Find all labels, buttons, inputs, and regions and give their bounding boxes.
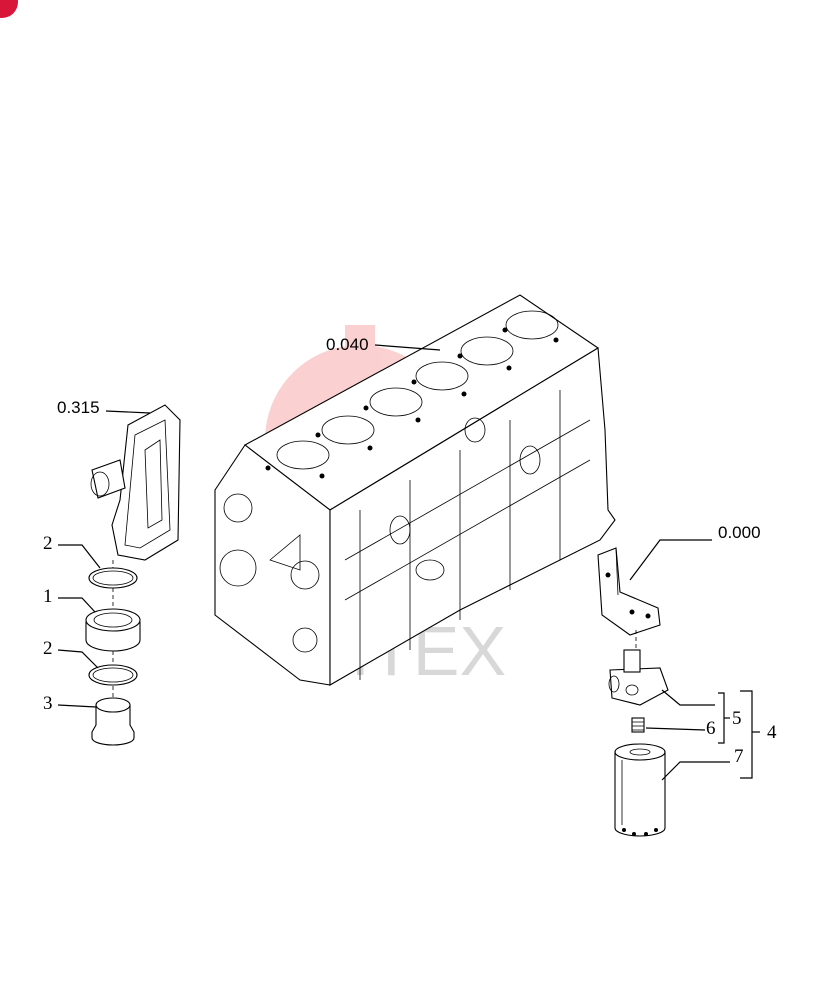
mounting-bracket (597, 547, 661, 636)
plate-assembly (90, 404, 181, 561)
seal-ring-lower (88, 664, 138, 686)
cylinder-bores (276, 310, 559, 470)
callout-1: 1 (43, 586, 53, 607)
callout-7: 7 (734, 746, 744, 767)
callout-2-upper: 2 (43, 533, 53, 554)
drain-plug (91, 697, 135, 746)
seal-ring-upper (88, 567, 138, 589)
callout-4: 4 (767, 722, 777, 743)
corner-badge (0, 0, 18, 18)
oil-filter (614, 743, 666, 837)
callout-3: 3 (43, 693, 53, 714)
ref-bracket: 0.000 (718, 523, 761, 542)
callout-5: 5 (732, 708, 742, 729)
ref-plate-assembly: 0.315 (57, 398, 100, 417)
callout-2-lower: 2 (43, 638, 53, 659)
engine-block (214, 294, 616, 686)
filter-head (608, 649, 669, 706)
filter-nipple (631, 717, 645, 733)
ref-engine-block: 0.040 (326, 335, 369, 354)
cooler-sleeve (85, 608, 141, 652)
callout-6: 6 (706, 718, 716, 739)
